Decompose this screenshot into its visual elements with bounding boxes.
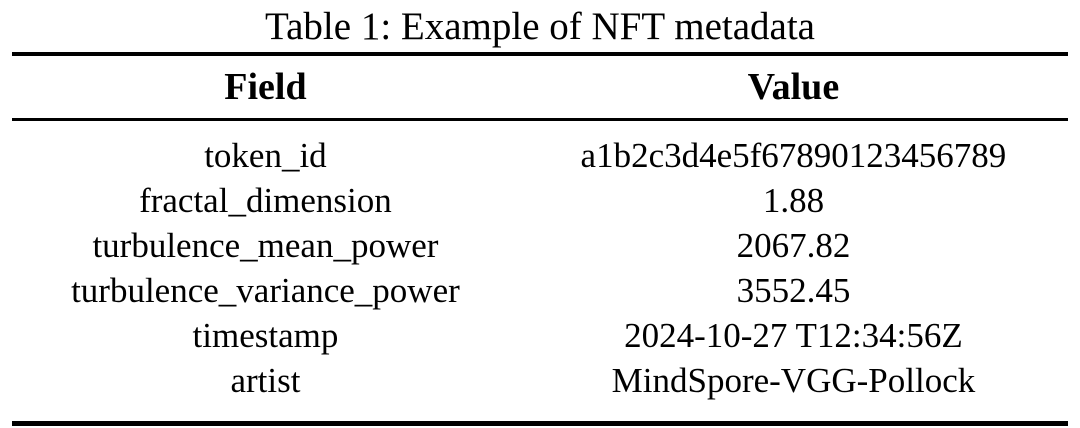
value-cell: MindSpore-VGG-Pollock (611, 361, 976, 401)
table-header: Field Value (12, 54, 1068, 121)
nft-metadata-table: Field Value token_id a1b2c3d4e5f67890123… (12, 52, 1068, 426)
field-cell: timestamp (192, 316, 339, 356)
value-cell: 2024-10-27 T12:34:56Z (624, 316, 963, 356)
column-header-field: Field (12, 54, 519, 121)
value-cell: 3552.45 (736, 271, 851, 311)
table-caption: Table 1: Example of NFT metadata (265, 5, 815, 48)
table-body: token_id a1b2c3d4e5f67890123456789 fract… (12, 120, 1068, 424)
table-row: turbulence_mean_power 2067.82 (12, 224, 1068, 269)
value-cell: 2067.82 (736, 226, 851, 266)
field-cell: turbulence_variance_power (71, 271, 460, 311)
value-cell: a1b2c3d4e5f67890123456789 (580, 136, 1007, 176)
value-cell: 1.88 (762, 181, 825, 221)
field-cell: turbulence_mean_power (92, 226, 439, 266)
field-cell: token_id (204, 136, 327, 176)
table-row: turbulence_variance_power 3552.45 (12, 269, 1068, 314)
table-row: fractal_dimension 1.88 (12, 179, 1068, 224)
field-cell: fractal_dimension (139, 181, 392, 221)
table-row: token_id a1b2c3d4e5f67890123456789 (12, 120, 1068, 180)
column-header-value: Value (518, 54, 1068, 121)
table-row: artist MindSpore-VGG-Pollock (12, 359, 1068, 424)
table-row: timestamp 2024-10-27 T12:34:56Z (12, 314, 1068, 359)
header-row: Field Value (12, 54, 1068, 121)
field-cell: artist (230, 361, 301, 401)
